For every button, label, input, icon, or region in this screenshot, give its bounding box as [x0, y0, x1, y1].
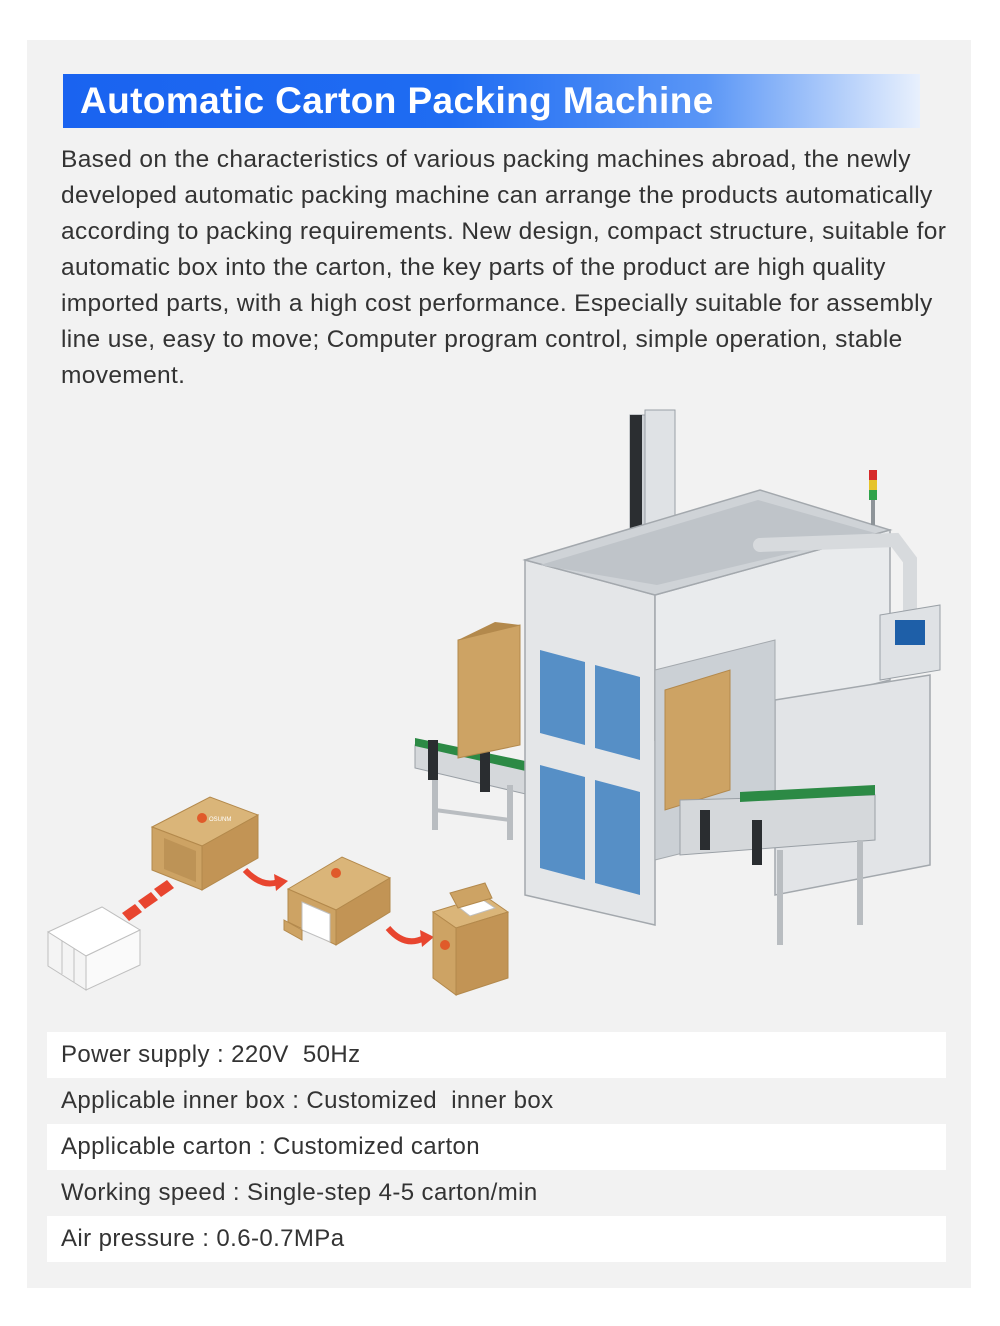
spec-power-supply: Power supply : 220V 50Hz — [47, 1032, 946, 1078]
spec-applicable-carton: Applicable carton : Customized carton — [47, 1124, 946, 1170]
machine-illustration: OSUNM — [46, 409, 941, 996]
outfeed-conveyor — [679, 785, 876, 945]
carton-packing-machine — [414, 409, 941, 945]
page-title: Automatic Carton Packing Machine — [80, 80, 714, 121]
specifications-table: Power supply : 220V 50Hz Applicable inne… — [47, 1032, 946, 1262]
spec-working-speed: Working speed : Single-step 4-5 carton/m… — [47, 1170, 946, 1216]
carton-open-side — [283, 856, 392, 946]
carton-filled — [431, 882, 510, 996]
title-banner: Automatic Carton Packing Machine — [63, 74, 920, 128]
arrow-icon — [242, 867, 280, 887]
arrow-icon — [385, 925, 426, 945]
chevron-arrow-icon — [122, 880, 174, 921]
brand-label: OSUNM — [209, 817, 231, 823]
carton-sleeve: OSUNM — [150, 796, 260, 891]
spec-applicable-inner-box: Applicable inner box : Customized inner … — [47, 1078, 946, 1124]
inner-boxes — [46, 906, 142, 991]
packing-process-flow: OSUNM — [46, 796, 510, 996]
product-description: Based on the characteristics of various … — [61, 146, 947, 389]
spec-air-pressure: Air pressure : 0.6-0.7MPa — [47, 1216, 946, 1262]
